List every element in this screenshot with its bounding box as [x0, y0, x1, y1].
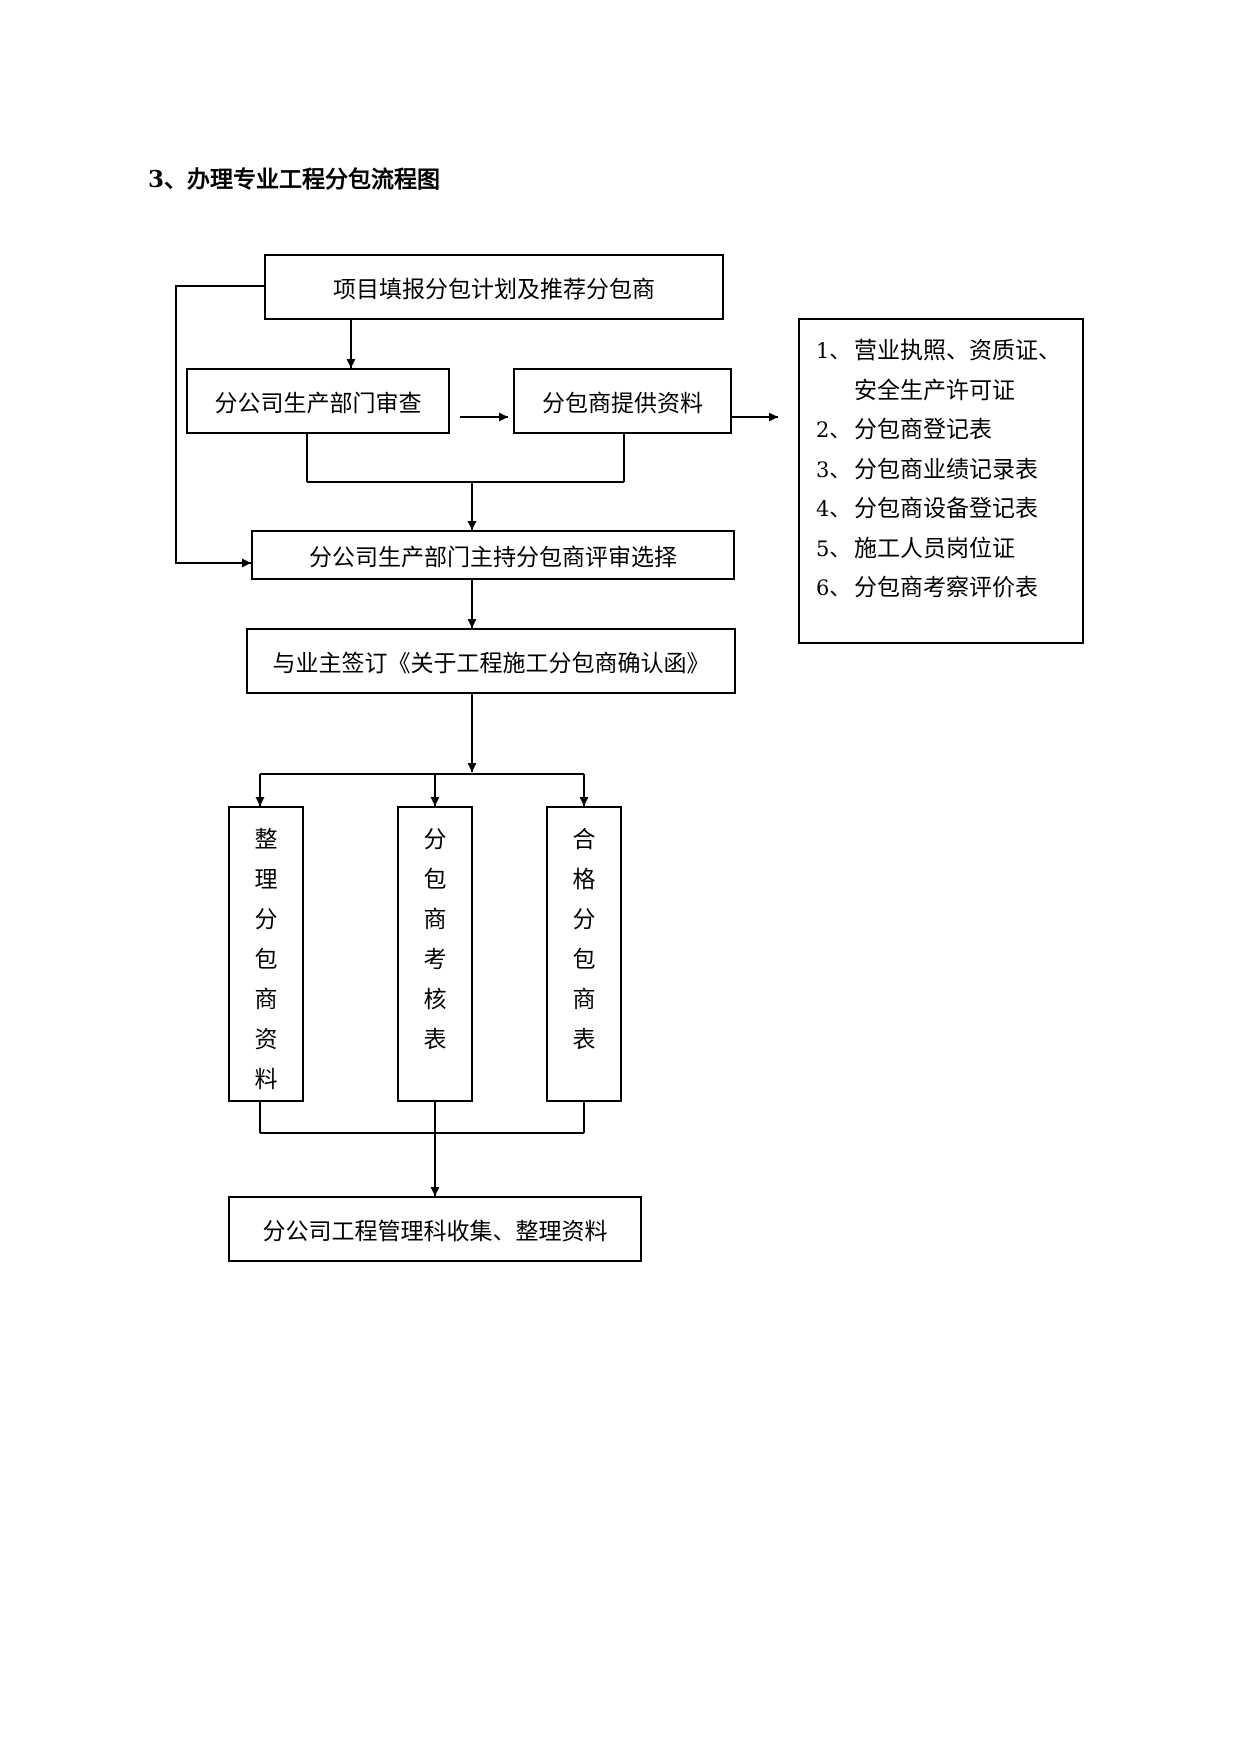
document-item: 安全生产许可证 [816, 372, 1082, 412]
arrange-data-char: 料 [254, 1067, 278, 1093]
assess-table-char: 考 [423, 947, 447, 973]
qualified-table-char: 商 [572, 987, 596, 1013]
sub-provide-label: 分包商提供资料 [542, 391, 703, 417]
required-documents-box: 1、 营业执照、资质证、 安全生产许可证 2、 分包商登记表 3、 分包商业绩记… [798, 318, 1084, 644]
qualified-table-box: 合 格 分 包 商 表 [546, 806, 622, 1102]
document-text: 施工人员岗位证 [854, 535, 1015, 562]
qualified-table-char: 表 [572, 1027, 596, 1053]
qualified-table-char: 分 [572, 907, 596, 933]
assess-table-char: 商 [423, 907, 447, 933]
document-number: 3、 [816, 457, 851, 482]
document-item: 1、 营业执照、资质证、 [816, 332, 1082, 372]
qualified-table-char: 合 [572, 827, 596, 853]
arrange-data-char: 整 [254, 827, 278, 853]
document-number: 5、 [816, 536, 851, 561]
arrange-data-char: 分 [254, 907, 278, 933]
arrange-data-box: 整 理 分 包 商 资 料 [228, 806, 304, 1102]
document-text: 安全生产许可证 [854, 377, 1015, 404]
branch-review-box: 分公司生产部门审查 [186, 368, 450, 434]
loop-report-to-select [175, 285, 264, 568]
sign-letter-label: 与业主签订《关于工程施工分包商确认函》 [272, 651, 710, 677]
project-report-label: 项目填报分包计划及推荐分包商 [333, 277, 655, 303]
collect-data-box: 分公司工程管理科收集、整理资料 [228, 1196, 642, 1262]
document-item: 6、 分包商考察评价表 [816, 569, 1082, 609]
document-text: 营业执照、资质证、 [854, 338, 1061, 364]
project-report-box: 项目填报分包计划及推荐分包商 [264, 254, 724, 320]
document-item: 5、 施工人员岗位证 [816, 530, 1082, 570]
document-text: 分包商业绩记录表 [854, 456, 1038, 483]
assess-table-char: 核 [423, 987, 447, 1013]
qualified-table-char: 包 [572, 947, 596, 973]
sign-letter-box: 与业主签订《关于工程施工分包商确认函》 [246, 628, 736, 694]
branch-select-box: 分公司生产部门主持分包商评审选择 [251, 530, 735, 580]
arrange-data-char: 商 [254, 987, 278, 1013]
document-number: 2、 [816, 418, 851, 442]
arrange-data-char: 资 [254, 1027, 278, 1053]
assess-table-box: 分 包 商 考 核 表 [397, 806, 473, 1102]
document-text: 分包商设备登记表 [854, 496, 1038, 522]
document-item: 4、 分包商设备登记表 [816, 490, 1082, 530]
qualified-table-char: 格 [572, 867, 596, 893]
arrange-data-char: 理 [254, 867, 278, 893]
assess-table-char: 分 [423, 827, 447, 853]
assess-table-char: 表 [423, 1027, 447, 1053]
assess-table-char: 包 [423, 867, 447, 893]
branch-review-label: 分公司生产部门审查 [214, 391, 422, 417]
document-item: 2、 分包商登记表 [816, 411, 1082, 451]
collect-data-label: 分公司工程管理科收集、整理资料 [262, 1219, 608, 1245]
branch-select-label: 分公司生产部门主持分包商评审选择 [309, 545, 677, 571]
document-number: 6、 [816, 576, 851, 600]
document-number: 1、 [816, 339, 851, 363]
document-item: 3、 分包商业绩记录表 [816, 451, 1082, 491]
document-text: 分包商考察评价表 [854, 575, 1038, 601]
document-number: 4、 [816, 497, 851, 521]
document-text: 分包商登记表 [854, 417, 992, 443]
arrange-data-char: 包 [254, 947, 278, 973]
sub-provide-box: 分包商提供资料 [513, 368, 732, 434]
page-title: 3、办理专业工程分包流程图 [148, 166, 441, 193]
